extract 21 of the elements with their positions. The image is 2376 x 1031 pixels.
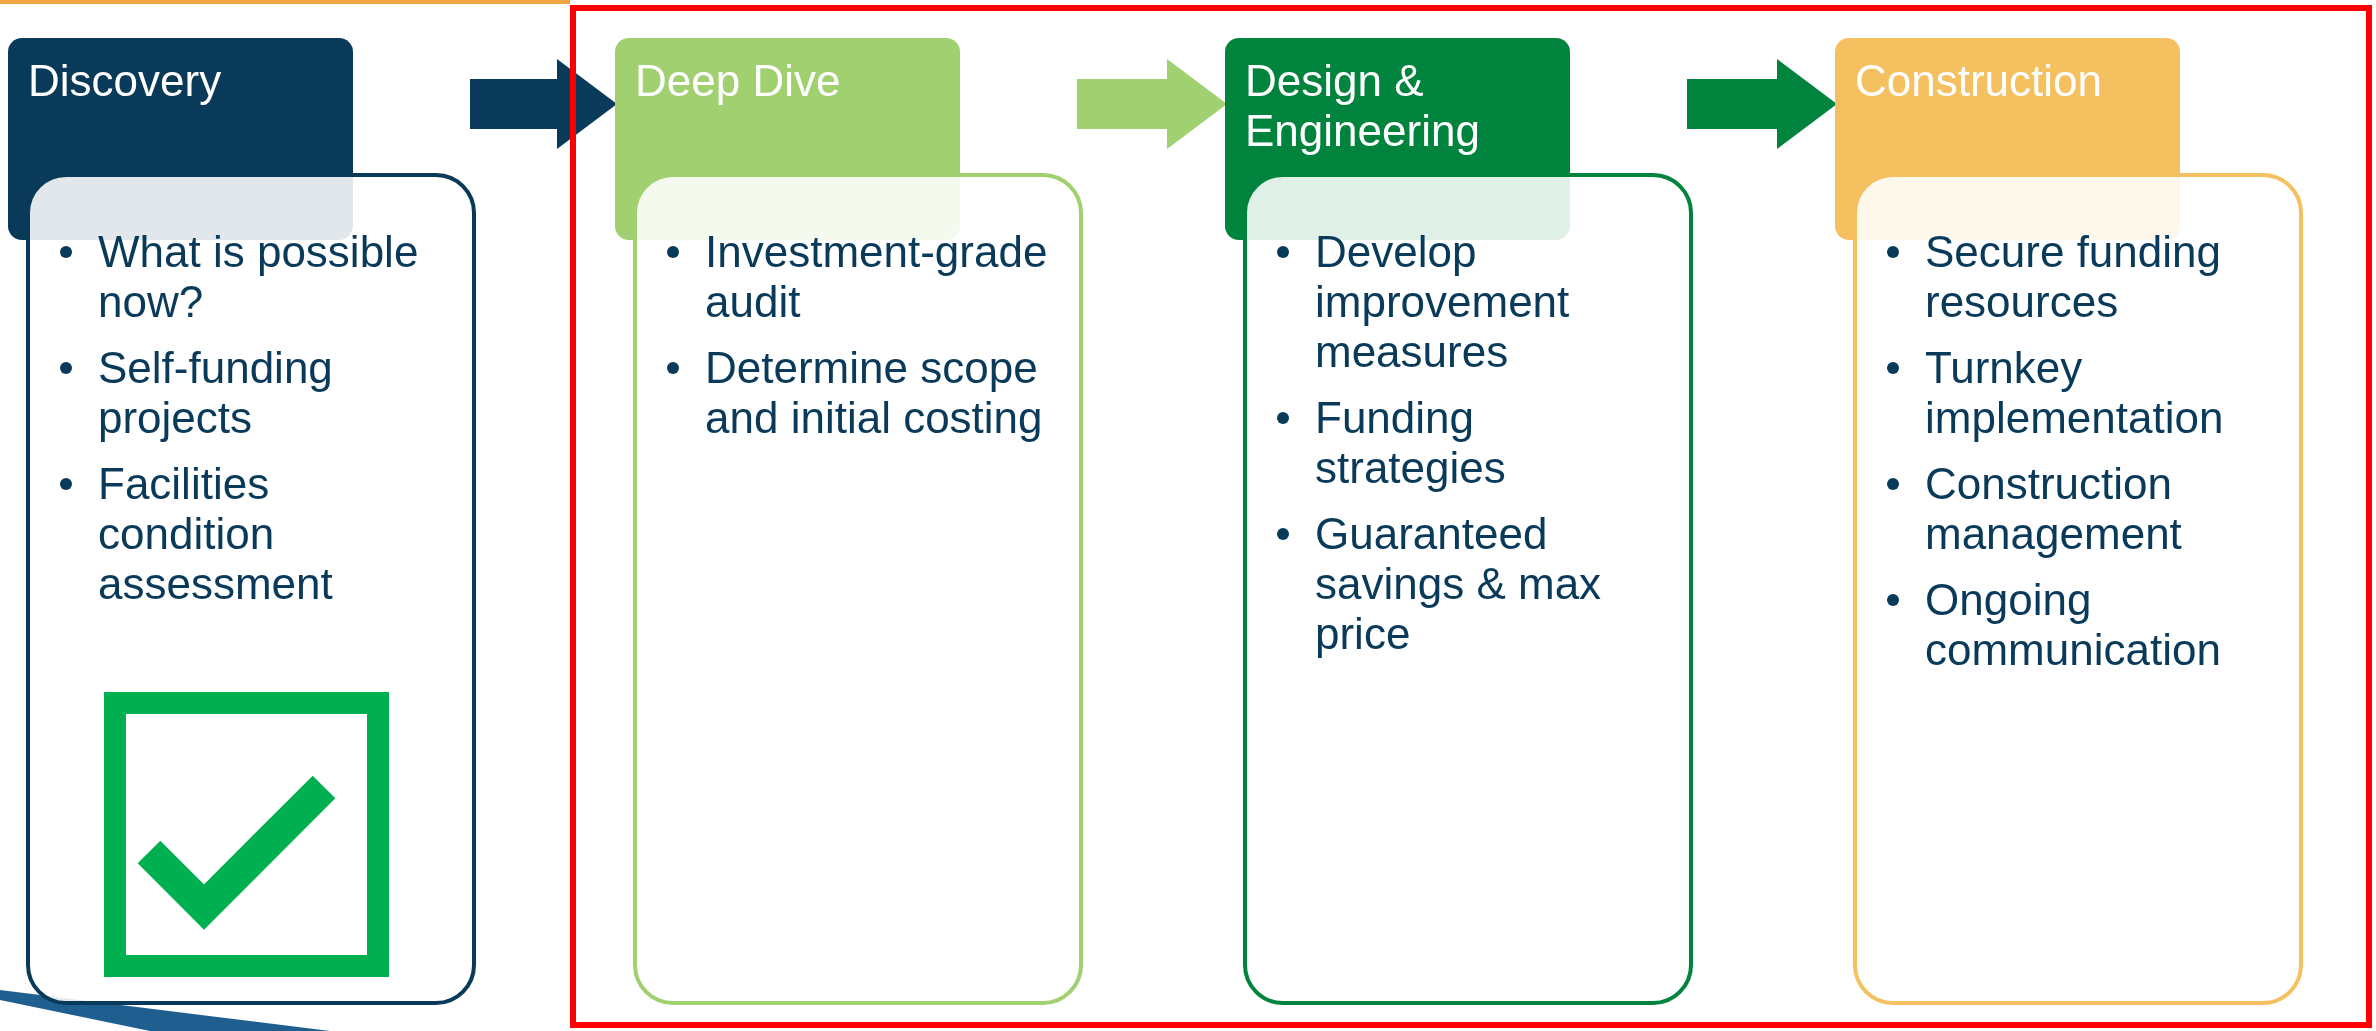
stage-panel xyxy=(8,38,478,1008)
stage-title: Deep Dive xyxy=(634,55,842,107)
bullet-item: Secure funding resources xyxy=(1925,227,2221,326)
bullet-item: Construction management xyxy=(1925,459,2182,558)
stage-panel xyxy=(1835,38,2305,1008)
stage-title: Discovery xyxy=(27,55,223,107)
bullet-item: Self-funding projects xyxy=(98,343,333,442)
bullet-item: Turnkey implementation xyxy=(1925,343,2224,442)
bullet-item: Determine scope and initial costing xyxy=(705,343,1043,442)
bullet-item: Funding strategies xyxy=(1315,393,1506,492)
bullet-item: Investment-grade audit xyxy=(705,227,1048,326)
stage-title: Design & Engineering xyxy=(1244,55,1481,157)
bullet-item: Guaranteed savings & max price xyxy=(1315,509,1602,658)
highlight-frame xyxy=(570,5,2372,1028)
stage-title: Construction xyxy=(1854,55,2103,107)
bullet-item: What is possible now? xyxy=(98,227,419,326)
bullet-item: Facilities condition assessment xyxy=(98,459,333,608)
stage-panel xyxy=(615,38,1085,1008)
stage-panel xyxy=(1225,38,1695,1008)
bullet-item: Develop improvement measures xyxy=(1315,227,1570,376)
bullet-item: Ongoing communication xyxy=(1925,575,2221,674)
